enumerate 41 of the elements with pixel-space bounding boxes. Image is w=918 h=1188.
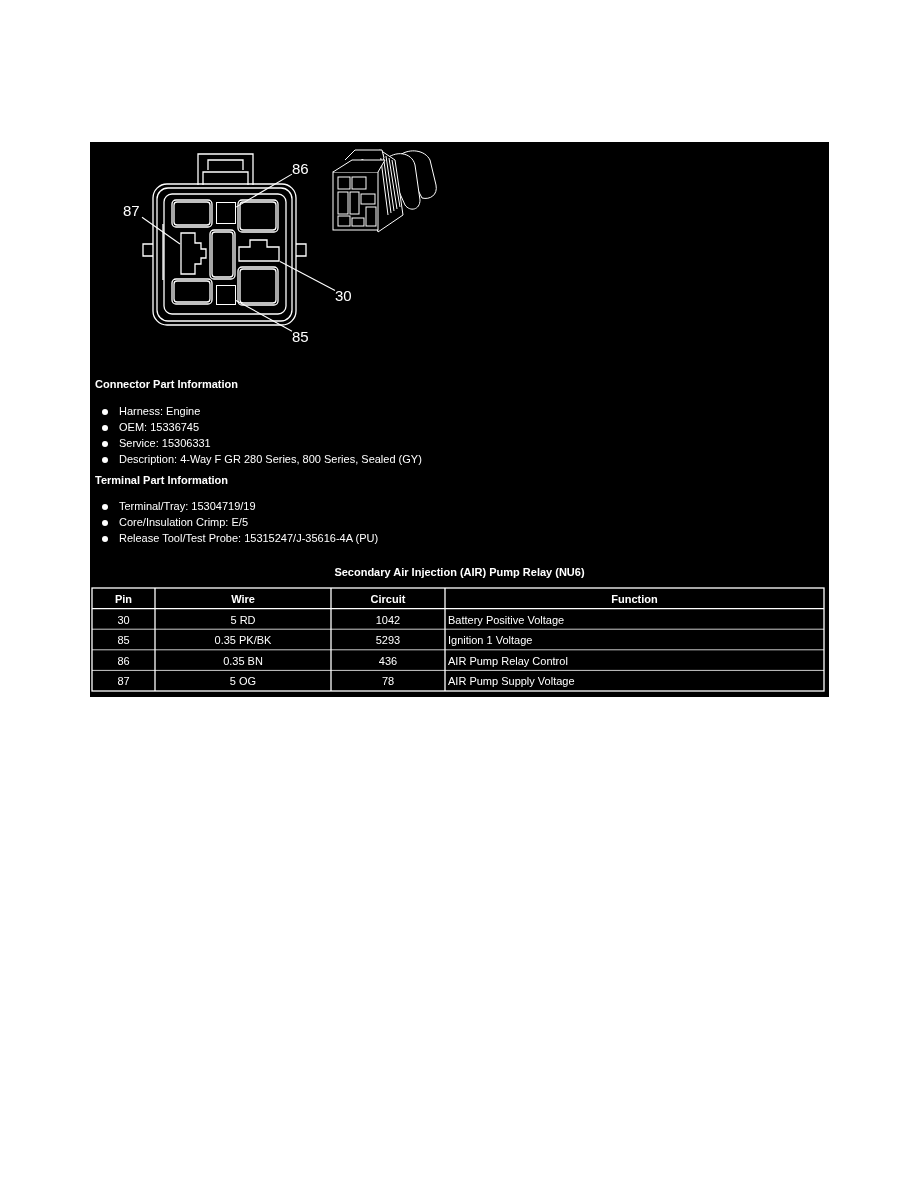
table-cell-text: 5 RD xyxy=(229,612,257,628)
column-header: Function xyxy=(610,592,659,607)
pin-number: 86 xyxy=(292,161,311,176)
terminal-cavity xyxy=(216,285,236,305)
list-item: Terminal/Tray: 15304719/19 xyxy=(119,500,256,513)
table-cell-text: 87 xyxy=(116,674,131,690)
terminal-cavity xyxy=(238,239,280,262)
section-heading: Connector Part Information xyxy=(95,378,238,391)
list-item: Core/Insulation Crimp: E/5 xyxy=(119,516,248,529)
table-cell-text: 5293 xyxy=(374,633,402,649)
table-cell-text: 436 xyxy=(377,653,399,669)
column-header: Pin xyxy=(113,592,134,607)
list-item: Harness: Engine xyxy=(119,405,201,418)
table-cell-text: Ignition 1 Voltage xyxy=(448,633,534,649)
table-cell-text: 86 xyxy=(116,653,131,669)
section-heading: Terminal Part Information xyxy=(95,474,229,487)
table-cell-text: 85 xyxy=(116,633,131,649)
table-cell-text: 0.35 PK/BK xyxy=(213,633,273,649)
terminal-cavity xyxy=(216,202,236,224)
table-cell-text: AIR Pump Supply Voltage xyxy=(448,674,576,690)
table-title: Secondary Air Injection (AIR) Pump Relay (NU6) xyxy=(333,566,586,579)
pin-number: 30 xyxy=(335,288,354,303)
list-item: Service: 15306331 xyxy=(119,437,211,450)
table-cell-text: Battery Positive Voltage xyxy=(448,612,566,628)
table-cell-text: 78 xyxy=(380,674,396,690)
terminal-cavity xyxy=(180,232,207,275)
list-item: OEM: 15336745 xyxy=(119,421,200,434)
leader-line xyxy=(279,261,336,292)
list-item: Release Tool/Test Probe: 15315247/J-35616-4A (PU) xyxy=(119,532,379,545)
leader-line xyxy=(235,173,293,208)
table-cell-text: 30 xyxy=(116,612,131,628)
pin-number: 85 xyxy=(292,329,311,344)
table-cell-text: AIR Pump Relay Control xyxy=(448,653,569,669)
column-header: Wire xyxy=(230,592,256,607)
pin-number: 87 xyxy=(123,203,142,218)
column-header: Circuit xyxy=(369,592,407,607)
leader-line xyxy=(141,216,181,245)
list-item: Description: 4-Way F GR 280 Series, 800 Series, Sealed (GY) xyxy=(119,453,422,466)
table-cell-text: 1042 xyxy=(374,612,402,628)
table-cell-text: 0.35 BN xyxy=(222,653,264,669)
table-cell-text: 5 OG xyxy=(228,674,258,690)
